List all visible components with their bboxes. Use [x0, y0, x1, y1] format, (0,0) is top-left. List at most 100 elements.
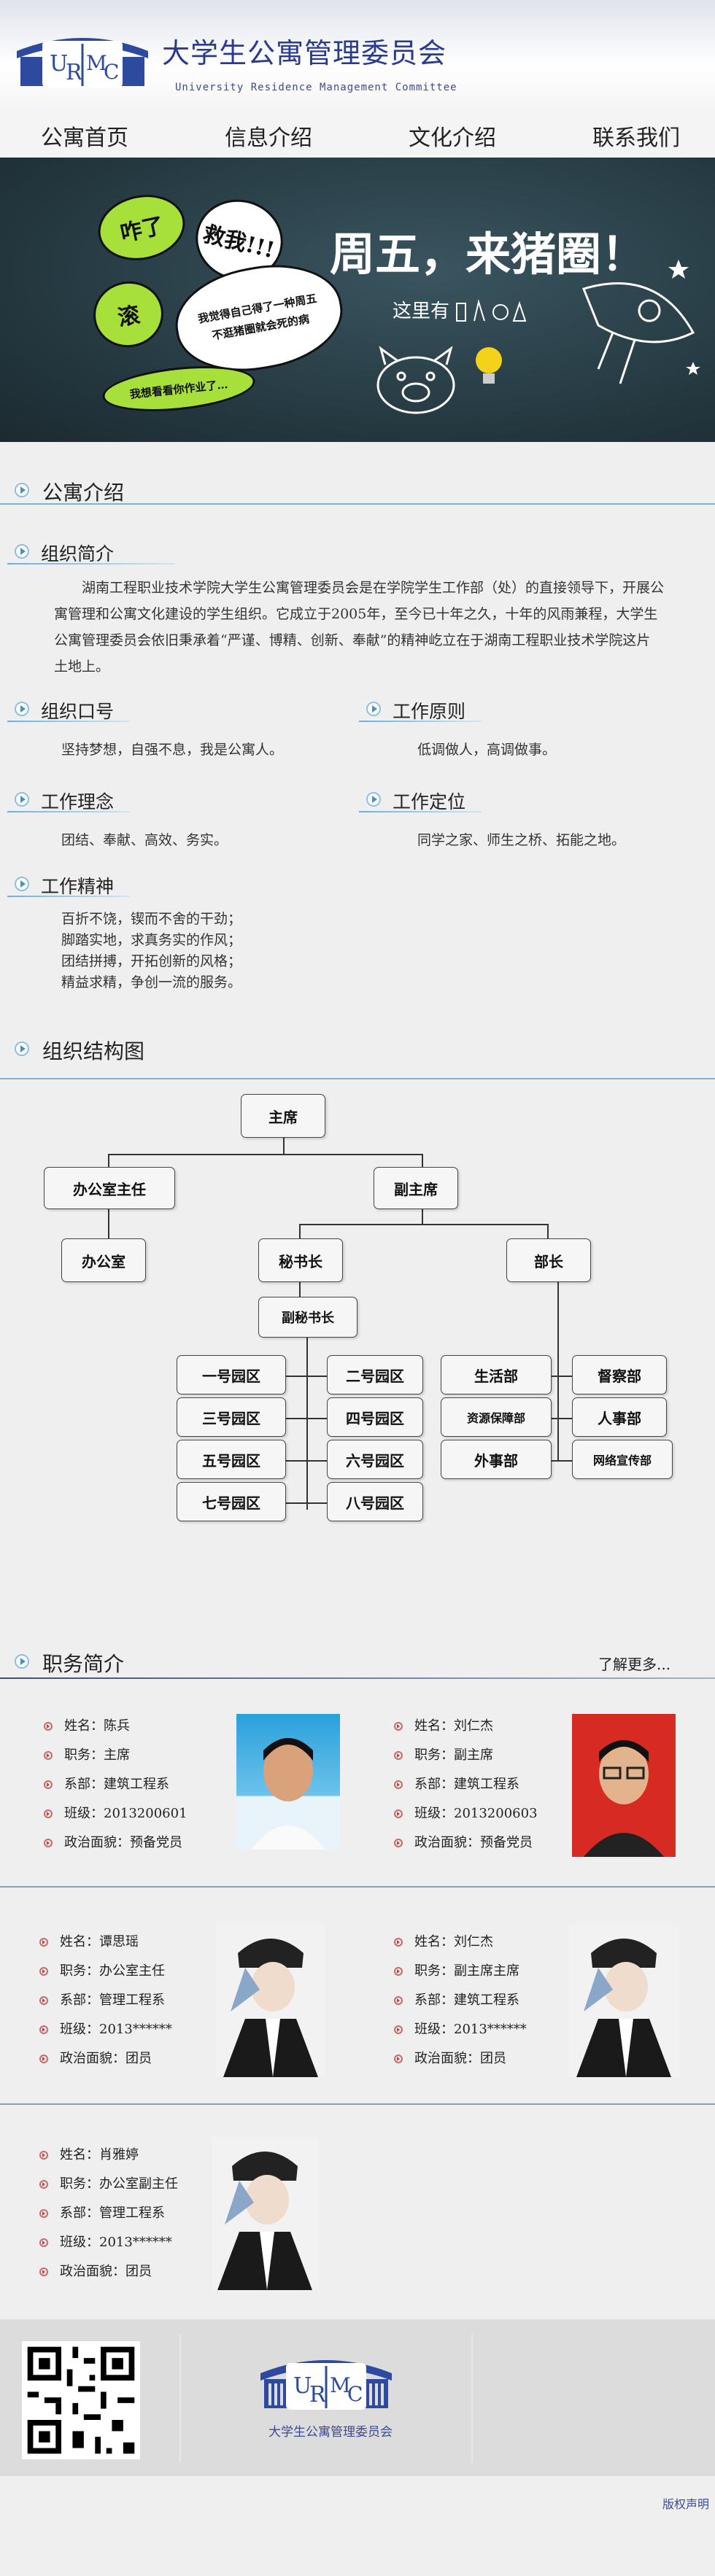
person-role: 职务：办公室主任: [39, 1960, 165, 1979]
main-nav: 公寓首页 信息介绍 文化介绍 联系我们: [0, 109, 715, 158]
org-park: 二号园区: [327, 1355, 423, 1394]
person-card: 姓名：肖雅婷 职务：办公室副主任 系部：管理工程系 班级：2013****** …: [0, 2134, 358, 2302]
person-dept: 系部：建筑工程系: [394, 1774, 519, 1793]
spirit-text: 百折不饶，锲而不舍的干劲； 脚踏实地，求真务实的作风； 团结拼搏，开拓创新的风格…: [61, 909, 241, 993]
org-office: 办公室: [61, 1238, 146, 1282]
logo-letter-r: R: [309, 2382, 326, 2408]
person-role: 职务：主席: [44, 1745, 130, 1764]
org-deputy-secretary: 副秘书长: [258, 1297, 358, 1338]
slogan-text: 坚持梦想，自强不息，我是公寓人。: [61, 742, 284, 758]
intro-heading: 公寓介绍: [42, 481, 125, 505]
person-politics: 政治面貌：团员: [39, 2048, 152, 2067]
person-card: 姓名：刘仁杰 职务：副主席 系部：建筑工程系 班级：2013200603 政治面…: [358, 1707, 715, 1867]
logo-letter-r: R: [66, 60, 82, 85]
org-park: 四号园区: [327, 1397, 423, 1437]
org-park: 七号园区: [177, 1482, 286, 1521]
logo-letter-c: C: [347, 2382, 363, 2406]
org-dept: 督察部: [572, 1355, 667, 1394]
nav-culture[interactable]: 文化介绍: [409, 125, 496, 151]
section-bullet-icon: [366, 792, 381, 807]
section-bullet-icon: [15, 483, 29, 497]
section-bullet-icon: [15, 544, 29, 559]
spirit-line: 精益求精，争创一流的服务。: [61, 974, 242, 990]
concept-title: 工作理念: [41, 791, 115, 812]
person-photo: [569, 1924, 679, 2077]
section-bullet-icon: [15, 877, 29, 891]
section-bullet-icon: [15, 792, 29, 807]
person-name: 姓名：刘仁杰: [394, 1715, 493, 1734]
section-bullet-icon: [15, 702, 29, 716]
bubble-homework: 我想看看你作业了…: [100, 360, 258, 418]
spirit-heading: 工作精神: [0, 868, 139, 897]
principle-heading: 工作原则: [352, 693, 490, 722]
duties-section-heading: 职务简介 了解更多...: [0, 1645, 715, 1676]
person-card: 姓名：刘仁杰 职务：副主席主席 系部：建筑工程系 班级：2013****** 政…: [358, 1918, 715, 2086]
org-brief-heading: 组织简介: [0, 535, 175, 565]
principle-title: 工作原则: [393, 701, 466, 722]
org-heading: 组织结构图: [42, 1039, 145, 1063]
position-title: 工作定位: [393, 791, 466, 812]
person-dept: 系部：管理工程系: [39, 1990, 165, 2009]
person-role: 职务：副主席: [394, 1745, 493, 1764]
banner-headline: 周五，来猪圈！: [330, 228, 647, 281]
nav-info[interactable]: 信息介绍: [225, 125, 312, 151]
section-bullet-icon: [15, 1654, 29, 1669]
person-class: 班级：2013200603: [394, 1803, 538, 1822]
concept-text: 团结、奉献、高效、务实。: [61, 832, 228, 848]
org-chair: 主席: [241, 1094, 325, 1138]
qr-code-icon[interactable]: [22, 2341, 140, 2459]
person-politics: 政治面貌：团员: [394, 2048, 506, 2067]
nav-home[interactable]: 公寓首页: [41, 125, 128, 151]
org-dept: 网络宣传部: [572, 1440, 673, 1479]
lightbulb-icon: [476, 347, 502, 384]
person-photo: [236, 1714, 340, 1850]
org-park: 一号园区: [177, 1355, 286, 1394]
spirit-line: 团结拼搏，开拓创新的风格；: [61, 953, 242, 969]
org-brief-text: 湖南工程职业技术学院大学生公寓管理委员会是在学院学生工作部（处）的直接领导下，开…: [54, 580, 665, 675]
org-minister: 部长: [506, 1238, 591, 1282]
hero-banner[interactable]: 咋了 救我!!! 滚 我觉得自己得了一种周五不逛猪圈就会死的病 我想看看你作业了…: [0, 158, 715, 442]
logo-letter-u: U: [50, 51, 69, 77]
more-link[interactable]: 了解更多...: [598, 1656, 671, 1673]
logo-letter-c: C: [104, 60, 120, 84]
slogan-title: 组织口号: [41, 701, 115, 722]
person-name: 姓名：谭思瑶: [39, 1931, 139, 1950]
site-header: U R M C 大学生公寓管理委员会 University Residence …: [0, 0, 715, 109]
position-text: 同学之家、师生之桥、拓能之地。: [417, 832, 626, 848]
person-photo: [216, 1924, 325, 2077]
person-name: 姓名：陈兵: [44, 1715, 130, 1734]
person-dept: 系部：建筑工程系: [44, 1774, 169, 1793]
nav-contact[interactable]: 联系我们: [592, 125, 680, 151]
spirit-title: 工作精神: [41, 876, 115, 897]
person-photo: [572, 1714, 676, 1857]
footer-logo[interactable]: U R M C: [257, 2351, 395, 2413]
org-section-heading: 组织结构图: [0, 1033, 715, 1079]
banner-subtext: 这里有: [393, 300, 450, 322]
spirit-line: 脚踏实地，求真务实的作风；: [61, 932, 242, 948]
person-card: 姓名：谭思瑶 职务：办公室主任 系部：管理工程系 班级：2013****** 政…: [0, 1918, 358, 2086]
org-park: 八号园区: [327, 1482, 423, 1521]
footer-logo-caption: 大学生公寓管理委员会: [268, 2425, 393, 2440]
person-role: 职务：办公室副主任: [39, 2173, 178, 2192]
position-heading: 工作定位: [352, 783, 490, 812]
person-photo: [212, 2137, 318, 2290]
rocket-doodle-icon: [581, 260, 700, 384]
org-dept: 人事部: [572, 1397, 667, 1437]
logo-letter-m: M: [330, 2373, 351, 2397]
org-dept: 生活部: [441, 1355, 552, 1394]
person-role: 职务：副主席主席: [394, 1960, 519, 1979]
copyright-link[interactable]: 版权声明: [662, 2497, 710, 2511]
person-class: 班级：2013******: [39, 2232, 172, 2251]
org-park: 五号园区: [177, 1440, 286, 1479]
site-logo[interactable]: U R M C: [13, 29, 152, 90]
pig-doodle-icon: [376, 346, 455, 414]
intro-section-heading: 公寓介绍: [0, 474, 715, 505]
person-politics: 政治面貌：团员: [39, 2261, 152, 2280]
section-bullet-icon: [15, 1041, 29, 1056]
duties-heading: 职务简介: [42, 1652, 125, 1676]
person-class: 班级：2013******: [39, 2019, 172, 2038]
logo-letter-u: U: [293, 2373, 312, 2399]
person-card: 姓名：陈兵 职务：主席 系部：建筑工程系 班级：2013200601 政治面貌：…: [0, 1707, 358, 1867]
site-footer: U R M C 大学生公寓管理委员会: [0, 2319, 715, 2476]
org-park: 六号园区: [327, 1440, 423, 1479]
